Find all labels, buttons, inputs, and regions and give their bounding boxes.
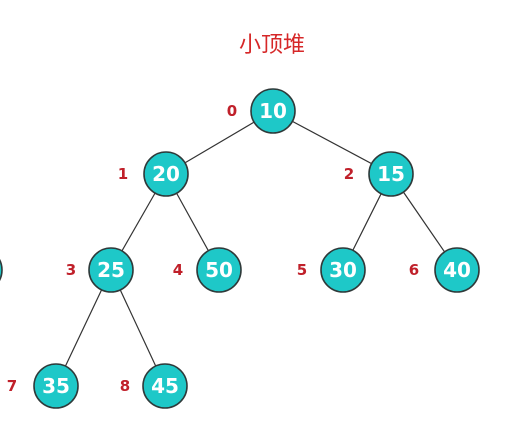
node-circle bbox=[196, 247, 242, 293]
node-value: 45 bbox=[151, 374, 179, 398]
node-index-label: 1 bbox=[118, 165, 128, 183]
heap-node-0: 10 0 bbox=[227, 88, 296, 134]
partial-node-edge bbox=[0, 259, 3, 281]
diagram-title: 小顶堆 bbox=[239, 33, 305, 58]
node-index-label: 8 bbox=[120, 377, 130, 395]
node-circle bbox=[250, 88, 296, 134]
heap-node-7: 35 7 bbox=[7, 363, 79, 409]
node-value: 10 bbox=[259, 99, 287, 123]
node-circle bbox=[33, 363, 79, 409]
node-value: 15 bbox=[377, 162, 405, 186]
heap-node-5: 30 5 bbox=[297, 247, 366, 293]
node-value: 20 bbox=[152, 162, 180, 186]
node-circle bbox=[320, 247, 366, 293]
node-index-label: 0 bbox=[227, 102, 237, 120]
heap-node-6: 40 6 bbox=[409, 247, 480, 293]
heap-node-4: 50 4 bbox=[173, 247, 242, 293]
node-index-label: 2 bbox=[344, 165, 354, 183]
node-circle bbox=[142, 363, 188, 409]
node-index-label: 4 bbox=[173, 261, 183, 279]
heap-node-1: 20 1 bbox=[118, 151, 189, 197]
node-circle bbox=[434, 247, 480, 293]
heap-node-2: 15 2 bbox=[344, 151, 414, 197]
node-circle bbox=[143, 151, 189, 197]
node-index-label: 3 bbox=[66, 261, 76, 279]
nodes-group: 10 0 20 1 15 2 25 3 50 4 30 5 40 6 35 7 45 8 bbox=[7, 88, 480, 409]
heap-node-3: 25 3 bbox=[66, 247, 134, 293]
node-circle bbox=[88, 247, 134, 293]
node-value: 35 bbox=[42, 374, 70, 398]
node-value: 50 bbox=[205, 258, 233, 282]
node-value: 30 bbox=[329, 258, 357, 282]
node-index-label: 5 bbox=[297, 261, 307, 279]
node-value: 25 bbox=[97, 258, 125, 282]
heap-node-8: 45 8 bbox=[120, 363, 188, 409]
node-index-label: 7 bbox=[7, 377, 17, 395]
node-value: 40 bbox=[443, 258, 471, 282]
node-circle bbox=[368, 151, 414, 197]
node-index-label: 6 bbox=[409, 261, 419, 279]
